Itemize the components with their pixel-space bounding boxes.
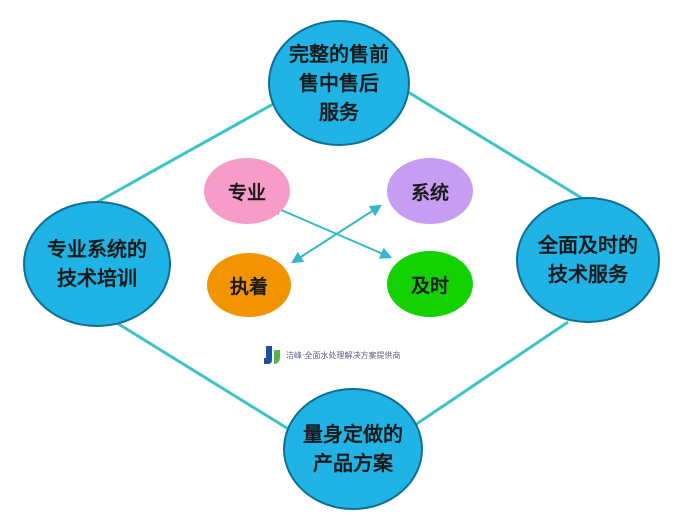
line-top-left — [91, 101, 276, 207]
node-label: 技术服务 — [548, 262, 628, 286]
node-presales-service: 完整的售前 售中售后 服务 — [268, 20, 410, 146]
company-logo: 洁峰·全面水处理解决方案提供商 — [262, 344, 401, 366]
arrow-diagonal-2 — [290, 204, 383, 264]
logo-icon — [264, 346, 280, 364]
quality-persistent: 执着 — [207, 253, 291, 317]
quality-professional: 专业 — [204, 158, 290, 224]
node-custom-solution: 量身定做的 产品方案 — [283, 388, 423, 510]
node-label: 完整的售前 — [289, 41, 389, 66]
node-label: 量身定做的 — [303, 422, 403, 446]
quality-systematic: 系统 — [387, 158, 473, 224]
node-label: 技术培训 — [57, 266, 137, 290]
quality-timely: 及时 — [387, 251, 473, 317]
line-right-bottom — [414, 320, 569, 427]
quality-label: 系统 — [410, 181, 449, 204]
line-top-right — [407, 90, 586, 202]
quality-label: 及时 — [410, 274, 449, 297]
quality-label: 专业 — [227, 181, 266, 204]
line-left-bottom — [111, 318, 291, 432]
node-label: 专业系统的 — [47, 237, 147, 261]
node-technical-training: 专业系统的 技术培训 — [23, 201, 171, 327]
arrow-diagonal-1 — [269, 204, 393, 259]
node-label: 产品方案 — [313, 451, 393, 475]
node-technical-service: 全面及时的 技术服务 — [516, 197, 660, 323]
logo-text: 洁峰·全面水处理解决方案提供商 — [286, 350, 401, 360]
node-label: 全面及时的 — [538, 233, 638, 257]
node-label: 服务 — [319, 99, 359, 124]
quality-label: 执着 — [229, 275, 268, 298]
node-label: 售中售后 — [299, 70, 379, 95]
